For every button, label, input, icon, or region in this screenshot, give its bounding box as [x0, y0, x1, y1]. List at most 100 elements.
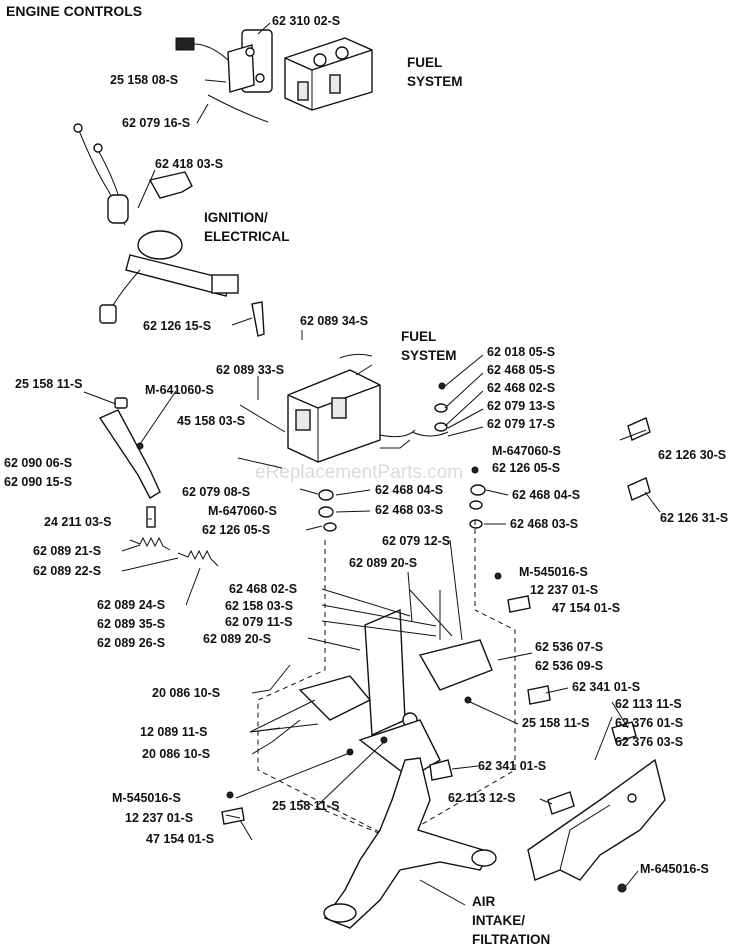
- part-label: 62 079 13-S: [487, 399, 555, 413]
- part-label: M-647060-S: [208, 504, 277, 518]
- part-labels: 62 310 02-S 25 158 08-S 62 079 16-S 62 4…: [4, 14, 728, 876]
- part-label: 25 158 11-S: [272, 799, 339, 813]
- part-label: 62 341 01-S: [572, 680, 640, 694]
- part-label: 62 089 24-S: [97, 598, 165, 612]
- intake-manifold-part: [323, 757, 497, 929]
- part-label: 62 376 03-S: [615, 735, 683, 749]
- bracket-part: [251, 301, 265, 337]
- washer-part: [318, 506, 334, 518]
- part-label: 62 113 12-S: [448, 791, 515, 805]
- parts-artwork: [73, 29, 666, 929]
- governor-lever-part: [98, 397, 161, 528]
- part-label: 62 468 03-S: [375, 503, 443, 517]
- part-label: 62 126 30-S: [658, 448, 726, 462]
- washer-stack: [411, 382, 449, 437]
- part-label: 62 468 04-S: [512, 488, 580, 502]
- bracket-part: [429, 759, 453, 781]
- part-label: M-645016-S: [640, 862, 709, 876]
- clip-part: [627, 417, 651, 441]
- washer-part: [323, 522, 337, 532]
- washer-part: [318, 489, 334, 501]
- part-label: 62 079 12-S: [382, 534, 450, 548]
- governor-housing-part: [257, 520, 516, 841]
- part-label: 25 158 11-S: [15, 377, 82, 391]
- section-label-line: AIR: [472, 894, 496, 909]
- part-label: 62 089 22-S: [33, 564, 101, 578]
- section-label-line: FUEL: [401, 329, 436, 344]
- bracket-part: [547, 791, 575, 815]
- part-label: 62 113 11-S: [615, 697, 682, 711]
- part-label: 62 536 07-S: [535, 640, 603, 654]
- part-label: M-545016-S: [112, 791, 181, 805]
- carburetor-mid-part: [287, 353, 416, 463]
- part-label: 62 089 33-S: [216, 363, 284, 377]
- air-cleaner-base-part: [527, 758, 666, 881]
- screw-part: [617, 883, 627, 893]
- section-label-line: SYSTEM: [407, 74, 463, 89]
- part-label: 62 126 05-S: [202, 523, 270, 537]
- part-label: 62 079 17-S: [487, 417, 555, 431]
- part-label: 62 089 20-S: [349, 556, 417, 570]
- ignition-module-part: [73, 123, 239, 324]
- part-label: 24 211 03-S: [44, 515, 111, 529]
- washer-part: [469, 500, 483, 510]
- part-label: M-641060-S: [145, 383, 214, 397]
- part-label: 62 090 15-S: [4, 475, 72, 489]
- diagram-title: ENGINE CONTROLS: [6, 3, 142, 19]
- section-label-line: IGNITION/: [204, 210, 268, 225]
- part-label: 62 468 03-S: [510, 517, 578, 531]
- part-label: 62 079 16-S: [122, 116, 190, 130]
- part-label: 62 089 35-S: [97, 617, 165, 631]
- part-label: 62 089 20-S: [203, 632, 271, 646]
- link-rod: [239, 404, 286, 433]
- part-label: 47 154 01-S: [552, 601, 620, 615]
- clip-part: [627, 477, 651, 501]
- part-label: 20 086 10-S: [152, 686, 220, 700]
- part-label: 45 158 03-S: [177, 414, 245, 428]
- part-label: 62 089 34-S: [300, 314, 368, 328]
- part-label: 62 310 02-S: [272, 14, 340, 28]
- part-label: 25 158 11-S: [522, 716, 589, 730]
- part-label: M-647060-S: [492, 444, 561, 458]
- part-label: 12 237 01-S: [530, 583, 598, 597]
- section-label-line: FUEL: [407, 55, 442, 70]
- section-air-intake: AIR INTAKE/ FILTRATION: [472, 894, 550, 947]
- part-label: 20 086 10-S: [142, 747, 210, 761]
- clip-part: [507, 595, 531, 613]
- part-label: 62 079 11-S: [225, 615, 292, 629]
- part-label: 62 126 31-S: [660, 511, 728, 525]
- part-label: 62 126 05-S: [492, 461, 560, 475]
- part-label: 62 468 02-S: [487, 381, 555, 395]
- washer-part: [469, 519, 483, 529]
- part-label: 62 536 09-S: [535, 659, 603, 673]
- part-label: 62 468 04-S: [375, 483, 443, 497]
- section-label-line: ELECTRICAL: [204, 229, 290, 244]
- bracket-part: [527, 685, 551, 705]
- part-label: 62 376 01-S: [615, 716, 683, 730]
- carburetor-top-part: [284, 37, 373, 111]
- part-label: 62 089 21-S: [33, 544, 101, 558]
- section-label-line: SYSTEM: [401, 348, 457, 363]
- part-label: 62 126 15-S: [143, 319, 211, 333]
- washer-part: [470, 484, 486, 496]
- part-label: 47 154 01-S: [146, 832, 214, 846]
- part-label: 62 418 03-S: [155, 157, 223, 171]
- section-label-line: FILTRATION: [472, 932, 550, 947]
- part-label: M-545016-S: [519, 565, 588, 579]
- part-label: 12 237 01-S: [125, 811, 193, 825]
- section-fuel-system-top: FUEL SYSTEM: [407, 55, 463, 89]
- section-ignition-electrical: IGNITION/ ELECTRICAL: [204, 210, 290, 244]
- spring-part: [129, 536, 219, 567]
- part-label: 62 468 05-S: [487, 363, 555, 377]
- fuel-solenoid-part: [175, 29, 273, 123]
- section-label-line: INTAKE/: [472, 913, 525, 928]
- section-fuel-system-mid: FUEL SYSTEM: [401, 329, 457, 363]
- part-label: 62 089 26-S: [97, 636, 165, 650]
- part-label: 62 468 02-S: [229, 582, 297, 596]
- part-label: 12 089 11-S: [140, 725, 207, 739]
- part-label: 25 158 08-S: [110, 73, 178, 87]
- link-rod: [237, 457, 283, 469]
- part-label: 62 079 08-S: [182, 485, 250, 499]
- leader-lines: [83, 22, 661, 906]
